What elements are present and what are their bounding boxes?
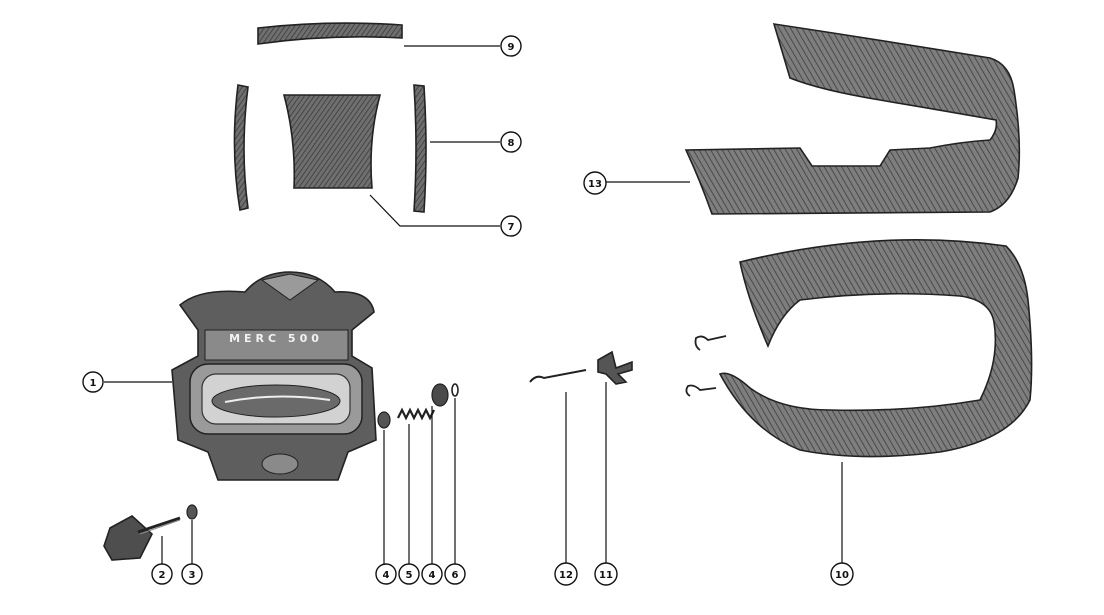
svg-text:4: 4	[429, 570, 436, 581]
callout-4a: 4	[375, 563, 397, 585]
part-11-bracket	[597, 350, 633, 385]
part-1-front-cowl: MERC 500	[171, 271, 377, 481]
svg-text:12: 12	[559, 570, 573, 581]
svg-text:9: 9	[508, 42, 515, 53]
svg-text:11: 11	[599, 570, 613, 581]
part-12-rod	[529, 369, 587, 383]
part-10-lower-wrap	[685, 238, 1033, 458]
svg-text:6: 6	[452, 570, 459, 581]
part-3-washer	[186, 504, 198, 520]
leader-7	[369, 194, 500, 227]
svg-text:1: 1	[90, 378, 97, 389]
part-7-center-panel	[282, 94, 382, 189]
callout-9: 9	[500, 35, 522, 57]
part-8-left-trim	[233, 84, 249, 211]
callout-10: 10	[830, 562, 854, 586]
svg-text:10: 10	[835, 570, 849, 581]
callout-11: 11	[594, 562, 618, 586]
callout-4b: 4	[421, 563, 443, 585]
svg-text:13: 13	[588, 179, 602, 190]
callout-1: 1	[82, 371, 104, 393]
callout-3: 3	[181, 563, 203, 585]
svg-text:2: 2	[159, 570, 166, 581]
callout-7: 7	[500, 215, 522, 237]
svg-text:5: 5	[406, 570, 413, 581]
svg-text:8: 8	[508, 138, 515, 149]
part-5-spring	[397, 407, 435, 421]
svg-text:7: 7	[508, 222, 515, 233]
part-9-top-trim	[257, 22, 403, 45]
callout-5: 5	[398, 563, 420, 585]
part-8-right-trim	[413, 84, 427, 213]
callout-12: 12	[554, 562, 578, 586]
svg-text:3: 3	[189, 570, 196, 581]
svg-text:4: 4	[383, 570, 390, 581]
callout-2: 2	[151, 563, 173, 585]
cowl-badge-text: MERC 500	[229, 332, 323, 345]
part-6-clip	[451, 383, 459, 397]
part-4-washer-right	[431, 383, 449, 407]
part-13-upper-wrap	[684, 23, 1021, 215]
part-2-knob	[103, 515, 181, 561]
callout-13: 13	[583, 171, 607, 195]
callout-8: 8	[500, 131, 522, 153]
callout-6: 6	[444, 563, 466, 585]
part-4-washer-left	[377, 411, 391, 429]
